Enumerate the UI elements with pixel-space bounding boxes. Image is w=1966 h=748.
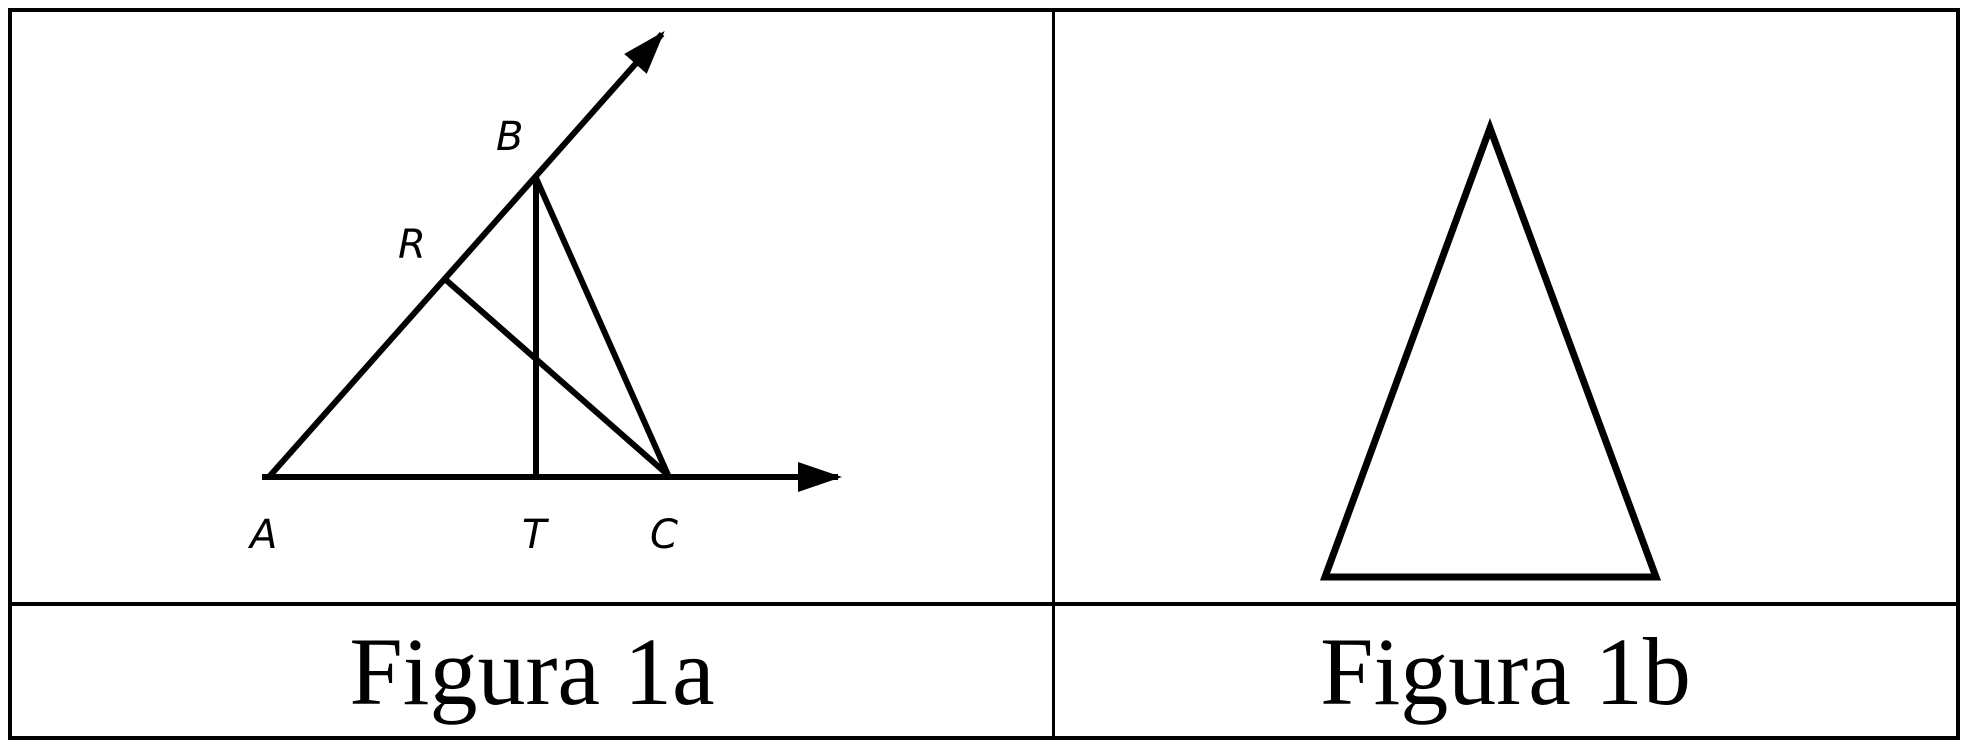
- segment-bc: [533, 176, 671, 477]
- isosceles-triangle: [1319, 117, 1662, 581]
- label-c: C: [650, 512, 678, 558]
- label-b: B: [496, 114, 523, 160]
- figure-1a-diagram: B R A T C: [247, 31, 842, 558]
- caption-figure-1a: Figura 1a: [349, 617, 715, 725]
- label-a: A: [247, 512, 277, 558]
- figure-1b-cell: [1055, 12, 1956, 602]
- label-r: R: [398, 222, 426, 268]
- figure-table: [8, 8, 1960, 740]
- ray-ab: [265, 31, 665, 480]
- row-divider: [8, 602, 1960, 606]
- label-t: T: [522, 512, 550, 558]
- caption-figure-1b: Figura 1b: [1320, 617, 1691, 725]
- column-divider: [1052, 8, 1055, 740]
- figure-1a-cell: B R A T C: [12, 12, 1052, 602]
- figure-1b-diagram: [1319, 117, 1662, 581]
- segment-rc: [444, 277, 670, 478]
